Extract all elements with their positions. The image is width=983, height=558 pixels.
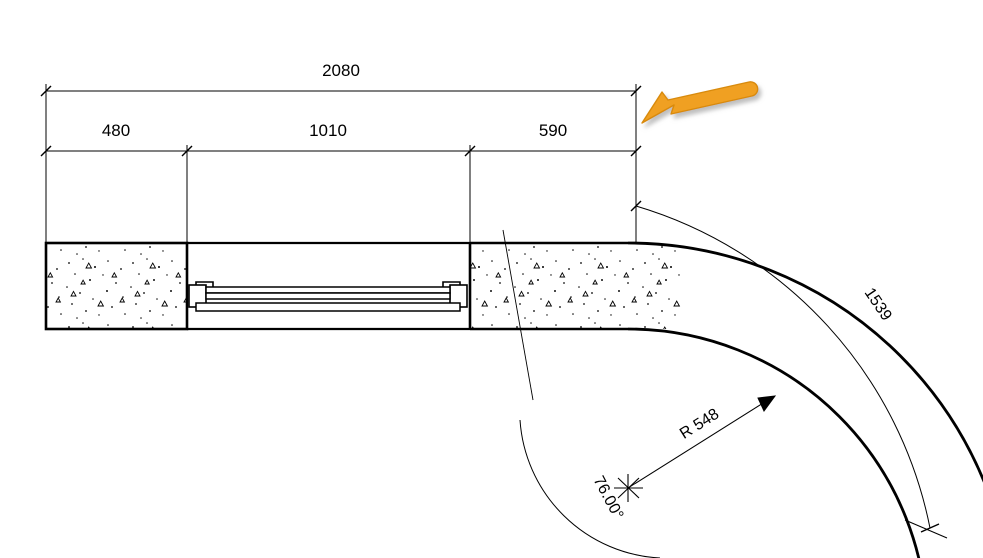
angle-arc: [519, 419, 661, 558]
arc-length-end-extension: [904, 519, 948, 539]
radius-arrowhead: [757, 395, 777, 412]
radius-dimension: R 548: [627, 395, 777, 489]
orange-pointer-arrow: [641, 81, 759, 124]
lintel-rail-lower: [195, 302, 461, 312]
arc-length-dim-arc: [635, 205, 931, 529]
curved-band-annulus: [628, 243, 983, 542]
radius-leader-line: [627, 399, 769, 489]
dim-label-segment-right: 590: [539, 121, 567, 140]
lintel-rails: [195, 286, 461, 312]
radial-construction-line: [502, 229, 534, 401]
arc-length-ticks: [630, 200, 940, 533]
jamb-right: [442, 281, 468, 308]
extension-lines: [45, 84, 637, 243]
dim-label-overall: 2080: [322, 61, 360, 80]
jamb-left-step: [195, 281, 214, 287]
curve-outer-arc: [627, 241, 983, 483]
dim-ticks-segments: [40, 145, 642, 157]
dim-label-segment-left: 480: [102, 121, 130, 140]
wall-block-left: [44, 241, 189, 331]
dim-label-segment-middle: 1010: [309, 121, 347, 140]
lintel-assembly-middle: [187, 241, 470, 331]
lintel-rail-mid: [205, 292, 451, 300]
dim-label-radius: R 548: [677, 406, 722, 443]
curve-inner-arc: [627, 327, 921, 558]
dimension-block-top: 2080 480 1010 590: [40, 61, 642, 243]
wall-block-right-and-curve: [468, 241, 983, 558]
wall-block-left-outline: [44, 241, 189, 331]
wall-block-right-fill: [470, 243, 682, 329]
dim-ticks-overall: [40, 85, 642, 97]
angle-dimension: 76.00°: [519, 419, 661, 558]
wall-block-left-fill: [46, 243, 187, 329]
curved-band-fill-group: [628, 243, 983, 542]
dim-label-arc-length: 1539: [861, 285, 895, 324]
orange-arrow-shape: [641, 81, 759, 124]
lintel-rail-upper: [205, 286, 451, 294]
jamb-right-step: [442, 281, 461, 287]
